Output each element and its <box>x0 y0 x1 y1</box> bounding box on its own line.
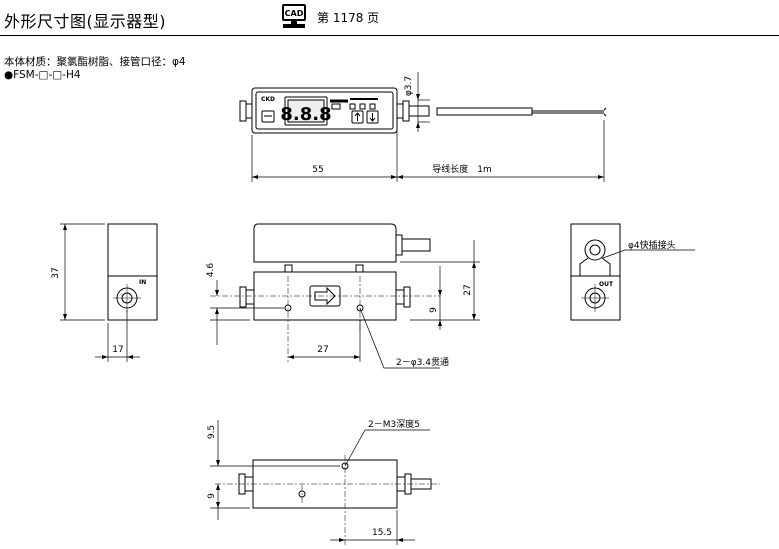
dim-9: 9 <box>429 307 439 313</box>
title-divider <box>0 35 779 36</box>
dim-tube-diameter: φ3.7 <box>404 76 414 96</box>
page-reference-link[interactable]: 第 1178 页 <box>317 11 380 25</box>
thread-note: 2－M3深度5 <box>368 418 420 430</box>
dim-height-37: 37 <box>51 267 61 278</box>
cad-icon[interactable]: CAD <box>279 3 311 31</box>
dim-15-5: 15.5 <box>372 528 392 538</box>
dim-width-17: 17 <box>112 345 123 355</box>
brand-label: CKD <box>261 96 275 103</box>
dim-lead-wire: 导线长度 1m <box>432 163 492 175</box>
fitting-note: φ4快插接头 <box>628 239 676 251</box>
page-title: 外形尺寸图(显示器型) <box>4 12 166 31</box>
dim-9-bottom: 9 <box>207 493 217 499</box>
model-code: ●FSM-□-□-H4 <box>4 69 81 81</box>
dim-4-6: 4.6 <box>206 263 216 278</box>
in-port-label: IN <box>139 279 146 286</box>
out-port-label: OUT <box>599 281 614 288</box>
front-view: CKD 8.8.8 φ3.7 55 <box>239 72 607 182</box>
dim-9-5: 9.5 <box>207 425 217 439</box>
dim-27-vertical: 27 <box>463 284 473 295</box>
dim-width-55: 55 <box>312 165 323 175</box>
bottom-view: 9.5 9 15.5 2－M3深度5 <box>207 418 440 545</box>
dim-27-horizontal: 27 <box>317 345 328 355</box>
svg-text:CAD: CAD <box>285 9 304 18</box>
right-view: OUT φ4快插接头 <box>570 223 695 321</box>
top-view: 4.6 27 27 9 2－φ3.4贯通 <box>206 223 480 369</box>
display-digits: 8.8.8 <box>280 104 331 125</box>
material-note: 本体材质：聚氯酯树脂、接管口径：φ4 <box>4 56 186 68</box>
left-view: IN 37 17 <box>51 223 158 362</box>
through-hole-note: 2－φ3.4贯通 <box>396 357 449 368</box>
